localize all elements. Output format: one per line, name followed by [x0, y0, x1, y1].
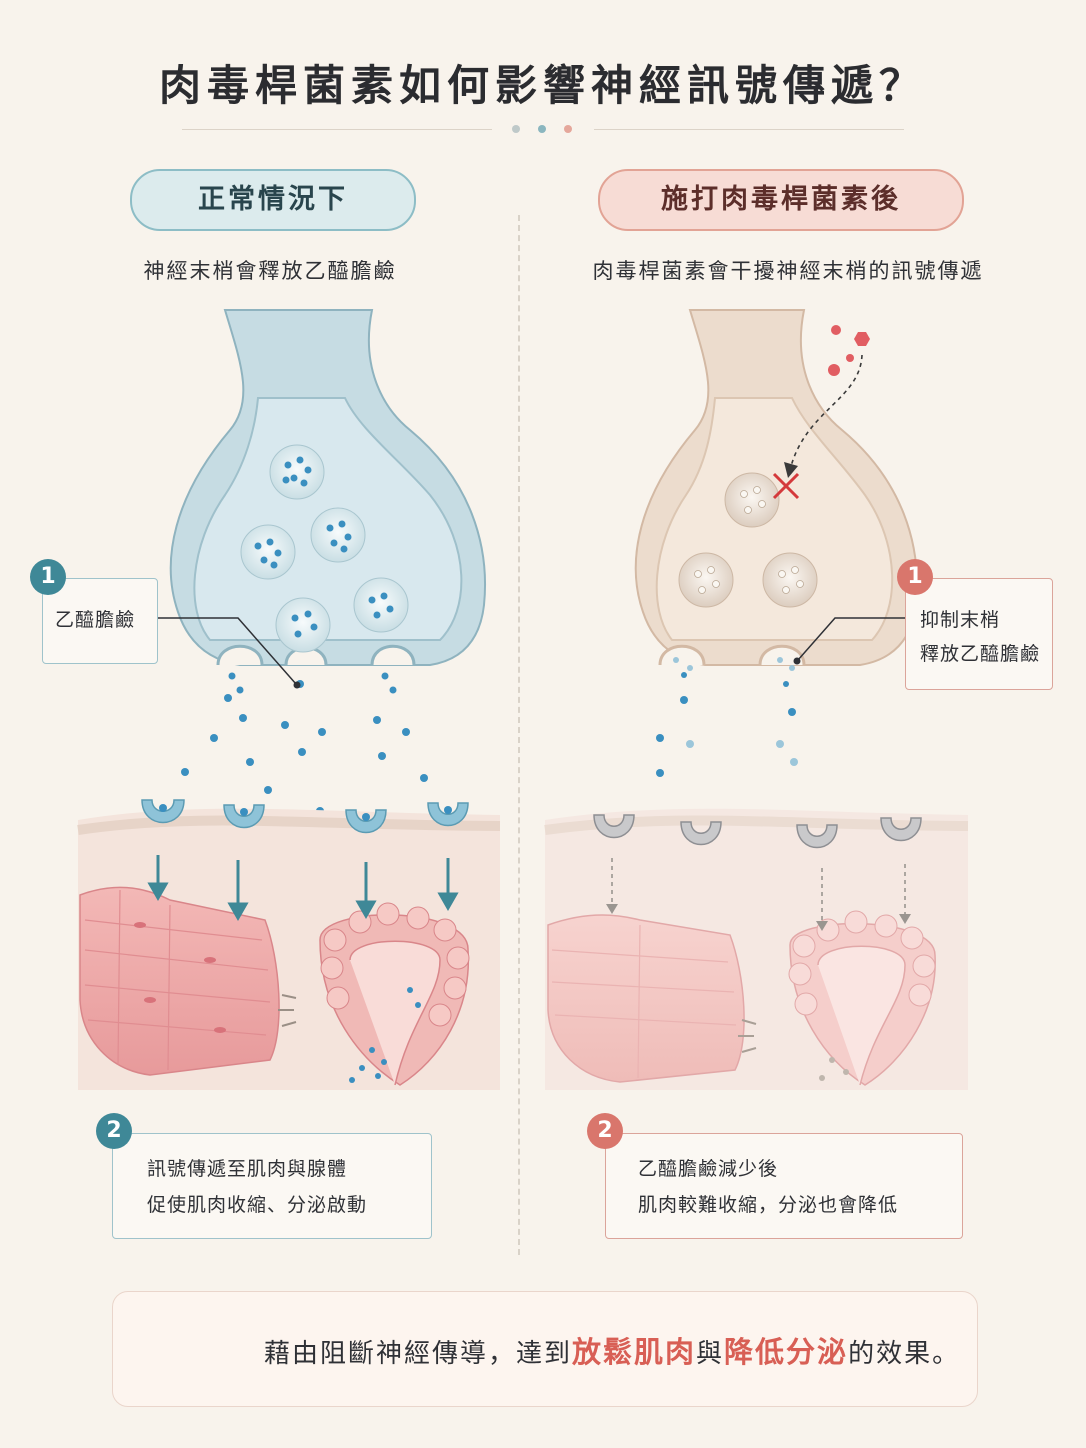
title-dot	[564, 125, 572, 133]
right-subtitle: 肉毒桿菌素會干擾神經末梢的訊號傳遞	[592, 259, 984, 283]
title-rule-right	[594, 129, 904, 130]
left-subtitle: 神經末梢會釋放乙醯膽鹼	[143, 259, 397, 283]
callout-leader-right	[797, 617, 905, 661]
reduced-acetylcholine-callout: 乙醯膽鹼減少後 肌肉較難收縮，分泌也會降低	[605, 1133, 963, 1239]
callout-line: 訊號傳遞至肌肉與腺體	[147, 1158, 348, 1180]
inhibit-release-callout: 抑制末梢 釋放乙醯膽鹼	[905, 578, 1053, 690]
title-rule-left	[182, 129, 492, 130]
summary-part: 與	[696, 1339, 725, 1369]
after-botox-pill: 施打肉毒桿菌素後	[598, 169, 964, 231]
summary-text: 藉由阻斷神經傳導，達到放鬆肌肉與降低分泌的效果。	[264, 1329, 960, 1371]
step-badge: 1	[897, 559, 933, 595]
summary-part: 藉由阻斷神經傳導，達到	[264, 1339, 573, 1369]
summary-part: 的效果。	[848, 1339, 961, 1369]
summary-banner	[112, 1291, 978, 1407]
callout-line: 釋放乙醯膽鹼	[920, 643, 1041, 665]
nerve-terminal-left	[169, 309, 486, 815]
title-dot	[512, 125, 520, 133]
callout-line: 乙醯膽鹼減少後	[638, 1158, 779, 1180]
muscle-gland-tissue-right	[544, 808, 969, 1090]
callout-line: 抑制末梢	[920, 609, 1001, 631]
nerve-terminal-right	[634, 309, 918, 777]
step-badge: 2	[96, 1113, 132, 1149]
callout-line: 肌肉較難收縮，分泌也會降低	[638, 1194, 899, 1216]
callout-leader-left	[157, 617, 297, 685]
callout-line: 促使肌肉收縮、分泌啟動	[147, 1194, 368, 1216]
acetylcholine-molecules	[181, 672, 428, 815]
page-title: 肉毒桿菌素如何影響神經訊號傳遞？	[158, 61, 927, 110]
inactive-receptor-icons	[593, 814, 922, 849]
normal-condition-pill: 正常情況下	[130, 169, 416, 231]
block-x-icon	[772, 472, 800, 500]
center-divider	[518, 215, 520, 1255]
botulinum-toxin-molecule	[828, 325, 870, 376]
step-badge: 1	[30, 559, 66, 595]
receptor-icons	[141, 799, 469, 834]
highlight-reduce-secretion: 降低分泌	[724, 1335, 849, 1369]
highlight-relax-muscle: 放鬆肌肉	[572, 1335, 697, 1369]
callout-text: 乙醯膽鹼	[55, 609, 136, 631]
step-badge: 2	[587, 1113, 623, 1149]
acetylcholine-molecules-reduced	[656, 657, 798, 777]
acetylcholine-callout: 乙醯膽鹼	[42, 578, 158, 664]
signal-transmission-callout: 訊號傳遞至肌肉與腺體 促使肌肉收縮、分泌啟動	[112, 1133, 432, 1239]
title-dot	[538, 125, 546, 133]
muscle-gland-tissue-left	[77, 799, 501, 1090]
